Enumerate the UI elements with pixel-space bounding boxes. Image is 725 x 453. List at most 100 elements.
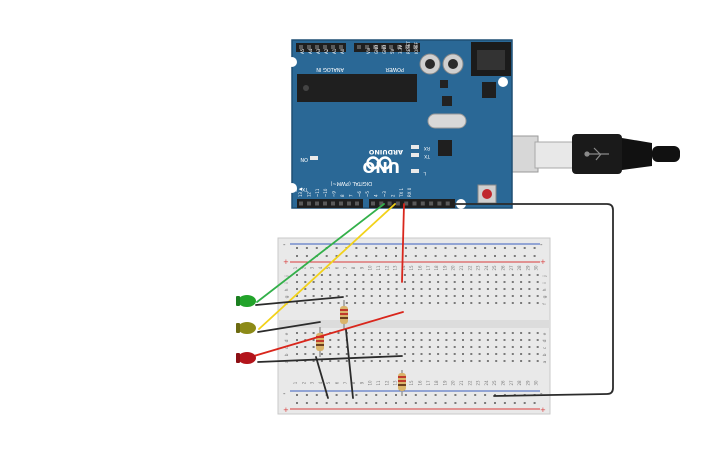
- rail-hole[interactable]: [404, 402, 407, 404]
- terminal-hole[interactable]: [395, 295, 398, 297]
- header-pin[interactable]: [347, 201, 351, 206]
- rail-hole[interactable]: [404, 394, 407, 396]
- rail-hole[interactable]: [513, 255, 516, 257]
- terminal-hole[interactable]: [420, 346, 423, 348]
- terminal-hole[interactable]: [420, 353, 423, 355]
- terminal-hole[interactable]: [345, 288, 348, 290]
- rail-hole[interactable]: [315, 394, 318, 396]
- terminal-hole[interactable]: [520, 360, 523, 362]
- rail-hole[interactable]: [454, 255, 457, 257]
- rail-hole[interactable]: [434, 402, 437, 404]
- rail-hole[interactable]: [444, 255, 447, 257]
- terminal-hole[interactable]: [354, 281, 357, 283]
- black-wire[interactable]: [315, 356, 329, 399]
- terminal-hole[interactable]: [337, 339, 340, 341]
- rail-hole[interactable]: [494, 255, 496, 257]
- terminal-hole[interactable]: [528, 353, 531, 355]
- black-wire[interactable]: [255, 296, 344, 306]
- rail-hole[interactable]: [464, 394, 467, 396]
- terminal-hole[interactable]: [395, 302, 398, 304]
- header-pin[interactable]: [389, 45, 393, 49]
- terminal-hole[interactable]: [536, 353, 539, 355]
- rail-hole[interactable]: [395, 394, 397, 396]
- terminal-hole[interactable]: [395, 332, 398, 334]
- terminal-hole[interactable]: [362, 346, 365, 348]
- terminal-hole[interactable]: [320, 274, 323, 276]
- terminal-hole[interactable]: [495, 274, 498, 276]
- terminal-hole[interactable]: [428, 346, 431, 348]
- terminal-hole[interactable]: [453, 288, 456, 290]
- rail-hole[interactable]: [414, 394, 417, 396]
- terminal-hole[interactable]: [337, 288, 340, 290]
- terminal-hole[interactable]: [412, 274, 415, 276]
- terminal-hole[interactable]: [520, 346, 523, 348]
- terminal-hole[interactable]: [379, 332, 381, 334]
- header-pin[interactable]: [331, 201, 335, 206]
- rail-hole[interactable]: [365, 247, 368, 249]
- terminal-hole[interactable]: [362, 353, 365, 355]
- terminal-hole[interactable]: [403, 288, 406, 290]
- terminal-hole[interactable]: [412, 339, 415, 341]
- terminal-hole[interactable]: [462, 360, 464, 362]
- terminal-hole[interactable]: [379, 339, 381, 341]
- rail-hole[interactable]: [484, 247, 487, 249]
- terminal-hole[interactable]: [387, 281, 390, 283]
- terminal-hole[interactable]: [428, 360, 431, 362]
- rail-hole[interactable]: [533, 255, 536, 257]
- terminal-hole[interactable]: [486, 346, 489, 348]
- terminal-hole[interactable]: [528, 288, 531, 290]
- header-pin[interactable]: [387, 201, 392, 206]
- terminal-hole[interactable]: [486, 353, 489, 355]
- terminal-hole[interactable]: [437, 288, 440, 290]
- rail-hole[interactable]: [335, 247, 338, 249]
- terminal-hole[interactable]: [387, 339, 390, 341]
- header-pin[interactable]: [315, 45, 319, 49]
- terminal-hole[interactable]: [495, 346, 498, 348]
- rail-hole[interactable]: [395, 402, 397, 404]
- terminal-hole[interactable]: [520, 353, 523, 355]
- terminal-hole[interactable]: [345, 360, 348, 362]
- terminal-hole[interactable]: [370, 288, 373, 290]
- terminal-hole[interactable]: [520, 295, 523, 297]
- rail-hole[interactable]: [444, 402, 447, 404]
- terminal-hole[interactable]: [329, 288, 332, 290]
- terminal-hole[interactable]: [462, 274, 464, 276]
- terminal-hole[interactable]: [387, 302, 390, 304]
- terminal-hole[interactable]: [470, 339, 473, 341]
- terminal-hole[interactable]: [337, 281, 340, 283]
- terminal-hole[interactable]: [511, 274, 514, 276]
- rail-hole[interactable]: [494, 247, 496, 249]
- rail-hole[interactable]: [395, 247, 397, 249]
- terminal-hole[interactable]: [379, 302, 381, 304]
- terminal-hole[interactable]: [354, 274, 357, 276]
- terminal-hole[interactable]: [387, 346, 390, 348]
- terminal-hole[interactable]: [345, 281, 348, 283]
- terminal-hole[interactable]: [437, 360, 440, 362]
- terminal-hole[interactable]: [312, 353, 315, 355]
- terminal-hole[interactable]: [437, 302, 440, 304]
- terminal-hole[interactable]: [420, 295, 423, 297]
- rail-hole[interactable]: [355, 394, 358, 396]
- rail-hole[interactable]: [355, 247, 358, 249]
- terminal-hole[interactable]: [470, 288, 473, 290]
- terminal-hole[interactable]: [428, 288, 431, 290]
- header-pin[interactable]: [404, 201, 409, 206]
- terminal-hole[interactable]: [354, 346, 357, 348]
- terminal-hole[interactable]: [329, 281, 332, 283]
- rail-hole[interactable]: [434, 247, 437, 249]
- terminal-hole[interactable]: [329, 339, 332, 341]
- terminal-hole[interactable]: [445, 281, 448, 283]
- rail-hole[interactable]: [335, 255, 338, 257]
- terminal-hole[interactable]: [478, 295, 481, 297]
- terminal-hole[interactable]: [395, 353, 398, 355]
- terminal-hole[interactable]: [329, 295, 332, 297]
- terminal-hole[interactable]: [403, 353, 406, 355]
- header-pin[interactable]: [307, 201, 311, 206]
- terminal-hole[interactable]: [337, 360, 340, 362]
- terminal-hole[interactable]: [536, 281, 539, 283]
- rail-hole[interactable]: [484, 394, 487, 396]
- terminal-hole[interactable]: [453, 339, 456, 341]
- terminal-hole[interactable]: [296, 288, 298, 290]
- rail-hole[interactable]: [345, 394, 348, 396]
- terminal-hole[interactable]: [403, 295, 406, 297]
